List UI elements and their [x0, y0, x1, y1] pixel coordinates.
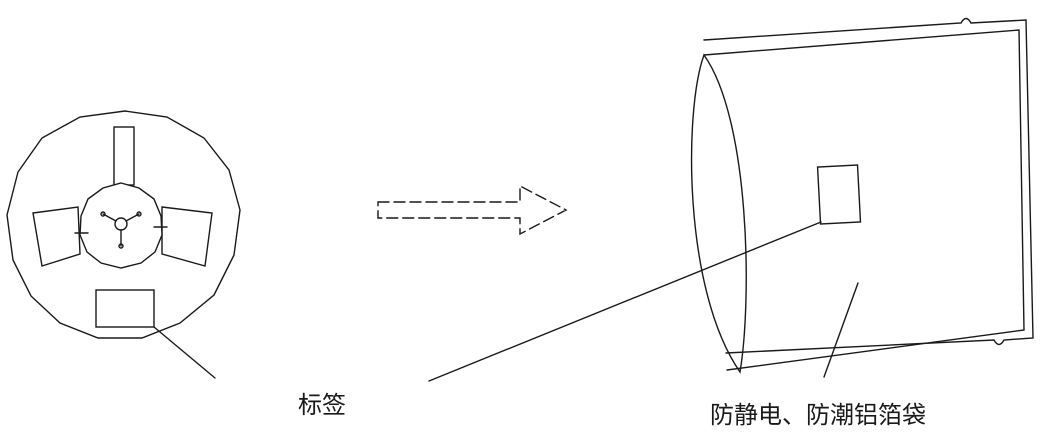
bag-inner-sheet	[703, 29, 1025, 371]
bag-open-end	[690, 53, 747, 374]
reel-center-spokes	[100, 211, 142, 249]
bag-leader-line	[823, 282, 859, 378]
reel-label-rectangle	[95, 289, 155, 328]
reel-window-left	[32, 206, 81, 267]
reel-label-leader-line	[153, 326, 216, 379]
bag-outer-sheet	[703, 17, 1034, 354]
bag-label-rectangle	[816, 164, 862, 225]
reel	[6, 110, 241, 379]
reel-window-right	[161, 206, 213, 267]
bag-label: 防静电、防潮铝箔袋	[710, 401, 926, 429]
reel-outer-edge	[6, 110, 241, 339]
reel-hub	[79, 182, 163, 269]
bag-label-leader-line	[428, 221, 822, 382]
dashed-arrow	[377, 184, 568, 236]
reel-slot-top	[113, 126, 135, 186]
foil-bag	[428, 17, 1034, 382]
tag-label: 标签	[298, 391, 346, 419]
